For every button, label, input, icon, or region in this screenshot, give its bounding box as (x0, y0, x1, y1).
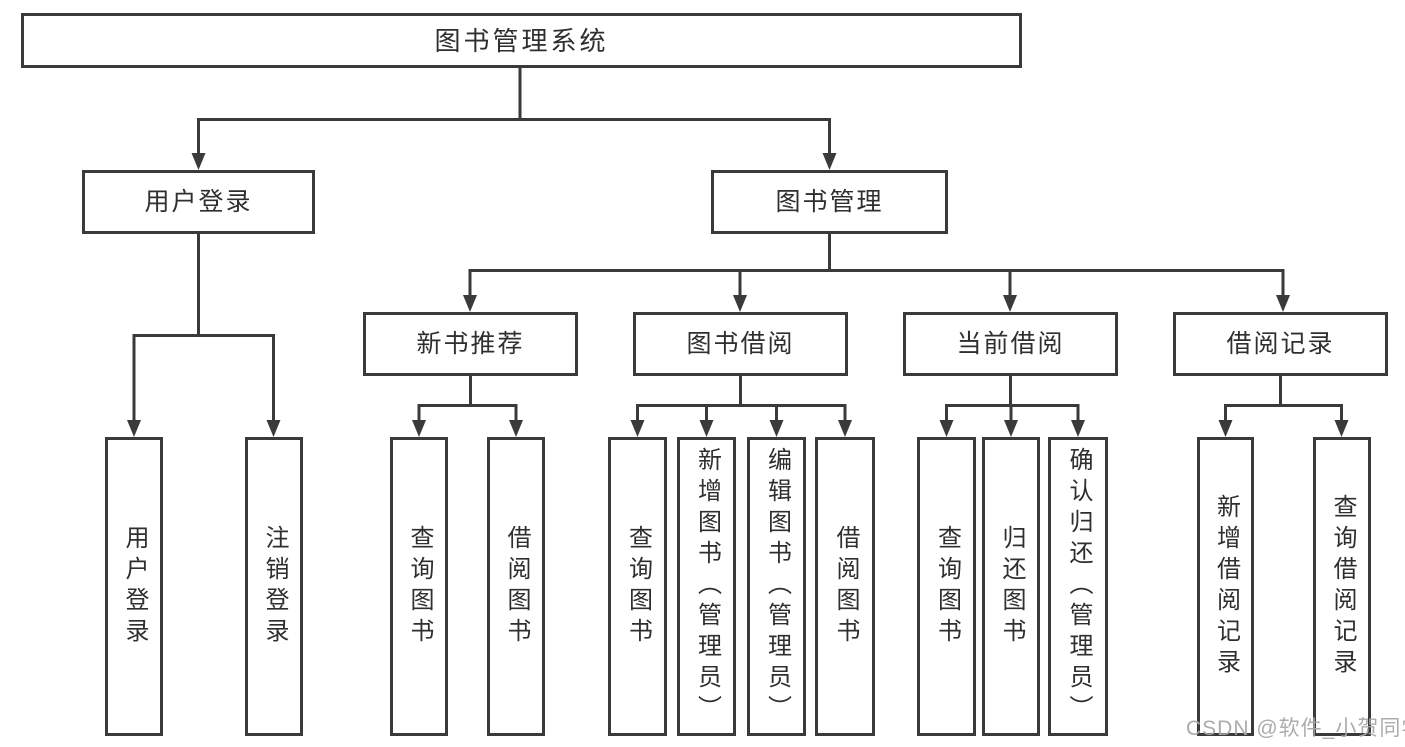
node-br-query-record: 查询借阅记录 (1313, 437, 1371, 736)
node-nb-query-books: 查询图书 (390, 437, 448, 736)
node-bb-borrow-books: 借阅图书 (815, 437, 875, 736)
connector-borrow-records-arrowheads (1218, 420, 1349, 437)
connector-book-mgmt-children (468, 234, 1285, 297)
node-cb-confirm-return: 确认归还（管理员） (1048, 437, 1108, 736)
node-bb-add-books: 新增图书（管理员） (677, 437, 736, 736)
node-borrow-records: 借阅记录 (1173, 312, 1388, 376)
connector-new-book-rec-children (417, 376, 518, 422)
node-cb-query-books: 查询图书 (917, 437, 976, 736)
node-book-mgmt: 图书管理 (711, 170, 948, 234)
node-ul-logout: 注销登录 (245, 437, 303, 736)
connector-borrow-records-children (1224, 376, 1343, 422)
node-br-add-record: 新增借阅记录 (1197, 437, 1254, 736)
connector-current-borrow-children (945, 376, 1080, 422)
node-bb-edit-books: 编辑图书（管理员） (747, 437, 806, 736)
node-cb-return-books: 归还图书 (982, 437, 1040, 736)
node-user-login: 用户登录 (82, 170, 315, 234)
connector-book-borrow-children (636, 376, 847, 422)
connector-user-login-arrowheads (127, 420, 281, 437)
connector-root-to-level2 (197, 68, 831, 155)
node-current-borrow: 当前借阅 (903, 312, 1118, 376)
node-root: 图书管理系统 (21, 13, 1022, 68)
connector-user-login-children (132, 234, 275, 422)
watermark: CSDN @软件_小贺同学 (1186, 717, 1405, 740)
connector-current-borrow-arrowheads (939, 420, 1085, 437)
connector-root-arrowheads (191, 153, 837, 170)
node-book-borrow: 图书借阅 (633, 312, 848, 376)
node-bb-query-books: 查询图书 (608, 437, 667, 736)
connector-new-book-rec-arrowheads (412, 420, 523, 437)
node-ul-user-login: 用户登录 (105, 437, 163, 736)
connector-book-borrow-arrowheads (630, 420, 852, 437)
connector-book-mgmt-arrowheads (463, 295, 1290, 312)
node-new-book-rec: 新书推荐 (363, 312, 578, 376)
node-nb-borrow-books: 借阅图书 (487, 437, 545, 736)
